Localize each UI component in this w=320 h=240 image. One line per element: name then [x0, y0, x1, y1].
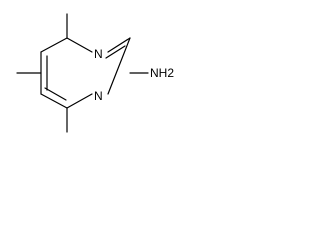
- bond-c4-c5: [40, 93, 68, 109]
- atom-label-n3: N: [94, 89, 103, 103]
- bond-c6-c1: [40, 37, 68, 53]
- bond-c6-n1: [66, 37, 93, 53]
- bond-n3-c4: [66, 93, 93, 109]
- atom-label-n1: N: [94, 47, 103, 61]
- bond-n1-c2-double: [105, 45, 126, 59]
- bond-c2-n3: [107, 37, 131, 95]
- atom-label-amine: NH2: [150, 66, 174, 80]
- bond-n1-c2: [107, 37, 131, 53]
- pyrimidine-structure-diagram: N N NH2: [16, 13, 174, 133]
- bond-c4-c5-double: [44, 87, 67, 101]
